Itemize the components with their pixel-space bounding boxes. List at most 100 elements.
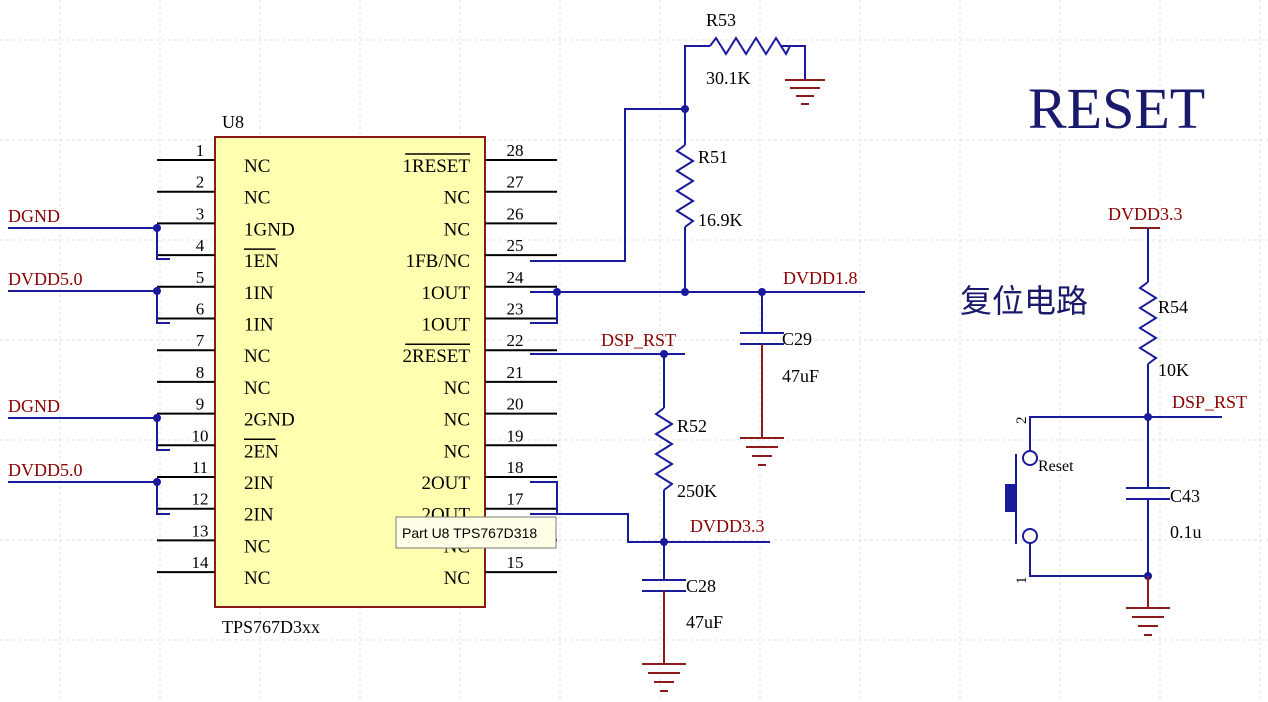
net-label-dvdd33-2: DVDD3.3: [1108, 204, 1183, 224]
r54-value: 10K: [1158, 360, 1189, 380]
pin-4-name: 1EN: [244, 251, 279, 272]
pin-26-number: 26: [507, 204, 524, 223]
r51-value: 16.9K: [698, 210, 743, 230]
net-label-dvdd50-2: DVDD5.0: [8, 460, 83, 480]
pin-5-name: 1IN: [244, 283, 274, 304]
pin-11-number: 11: [192, 458, 208, 477]
pin-23-number: 23: [507, 300, 524, 319]
switch-pin-bottom: 1: [1014, 577, 1030, 585]
r52-ref: R52: [677, 416, 707, 436]
pin-18-number: 18: [507, 458, 524, 477]
switch-label: Reset: [1038, 458, 1074, 475]
chip-left-pins: 1NC2NC31GND41EN51IN61IN7NC8NC92GND102EN1…: [157, 141, 295, 589]
pin-27-number: 27: [507, 173, 525, 192]
pin-23-name: 1OUT: [421, 315, 470, 336]
c28-ref: C28: [686, 576, 716, 596]
pin-6-name: 1IN: [244, 315, 274, 336]
chip-part-number: TPS767D3xx: [222, 617, 320, 637]
pin-15-name: NC: [444, 568, 470, 589]
pin-25-number: 25: [507, 236, 524, 255]
pin-27-name: NC: [444, 188, 470, 209]
chip-designator: U8: [222, 112, 244, 132]
resistor-r51[interactable]: [675, 144, 695, 228]
tooltip-text: Part U8 TPS767D318: [402, 525, 537, 541]
pin-24-number: 24: [507, 268, 525, 287]
r53-ref: R53: [706, 10, 736, 30]
pin-24-name: 1OUT: [421, 283, 470, 304]
ground-symbol-c29: [740, 437, 784, 466]
reset-circuit: DVDD3.3 R54 10K DSP_RST Reset 2 1 C43 0.…: [1005, 204, 1247, 636]
r54-ref: R54: [1158, 297, 1188, 317]
c43-ref: C43: [1170, 486, 1200, 506]
ground-symbol-c28: [642, 663, 686, 692]
pin-4-number: 4: [196, 236, 205, 255]
pin-10-name: 2EN: [244, 441, 279, 462]
pin-13-name: NC: [244, 536, 270, 557]
net-label-dvdd33-1: DVDD3.3: [690, 516, 765, 536]
pin-3-number: 3: [196, 204, 205, 223]
output-2-network: DSP_RST R52 250K DVDD3.3 C28 47uF: [530, 330, 770, 692]
pin-26-name: NC: [444, 219, 470, 240]
pin-12-name: 2IN: [244, 505, 274, 526]
pin-22-name: 2RESET: [402, 346, 470, 367]
pin-15-number: 15: [507, 553, 524, 572]
pin-1-name: NC: [244, 156, 270, 177]
pin-17-number: 17: [507, 490, 525, 509]
net-label-dvdd18: DVDD1.8: [783, 268, 858, 288]
switch-actuator[interactable]: [1005, 484, 1016, 512]
pin-28-name: 1RESET: [402, 156, 470, 177]
net-label-dvdd50-1: DVDD5.0: [8, 269, 83, 289]
resistor-r54[interactable]: [1138, 281, 1158, 365]
pin-9-name: 2GND: [244, 410, 295, 431]
pin-21-number: 21: [507, 363, 524, 382]
pin-2-name: NC: [244, 188, 270, 209]
c29-ref: C29: [782, 329, 812, 349]
pin-2-number: 2: [196, 173, 205, 192]
pin-6-number: 6: [196, 300, 205, 319]
net-label-dsp-rst-2: DSP_RST: [1172, 392, 1247, 412]
c28-value: 47uF: [686, 612, 723, 632]
pin-7-number: 7: [196, 331, 205, 350]
pin-14-number: 14: [192, 553, 210, 572]
r53-value: 30.1K: [706, 68, 751, 88]
pin-20-number: 20: [507, 395, 524, 414]
switch-contact-bottom[interactable]: [1022, 528, 1038, 544]
pin-8-name: NC: [244, 378, 270, 399]
ground-symbol-c43: [1126, 607, 1170, 636]
pin-11-name: 2IN: [244, 473, 274, 494]
pin-13-number: 13: [192, 521, 209, 540]
net-label-dgnd-1: DGND: [8, 206, 60, 226]
ground-symbol-r53: [785, 79, 825, 105]
pin-22-number: 22: [507, 331, 524, 350]
c29-value: 47uF: [782, 366, 819, 386]
pin-9-number: 9: [196, 395, 205, 414]
pin-19-name: NC: [444, 441, 470, 462]
pin-19-number: 19: [507, 426, 524, 445]
pin-3-name: 1GND: [244, 219, 295, 240]
pin-14-name: NC: [244, 568, 270, 589]
pin-18-name: 2OUT: [421, 473, 470, 494]
pin-20-name: NC: [444, 410, 470, 431]
left-nets: DGND DVDD5.0 DGND DVDD5.0: [8, 206, 170, 515]
pin-7-name: NC: [244, 346, 270, 367]
r52-value: 250K: [677, 481, 717, 501]
page-title: RESET: [1028, 76, 1205, 141]
pin-25-name: 1FB/NC: [406, 251, 470, 272]
page-subtitle: 复位电路: [960, 282, 1088, 320]
switch-contact-top[interactable]: [1022, 450, 1038, 466]
pin-8-number: 8: [196, 363, 205, 382]
pin-12-number: 12: [192, 490, 209, 509]
c43-value: 0.1u: [1170, 522, 1202, 542]
pin-1-number: 1: [196, 141, 205, 160]
net-label-dgnd-2: DGND: [8, 396, 60, 416]
output-1-network: R53 30.1K R51 16.9K DVDD1.8 C29 47uF: [530, 10, 865, 466]
chip-right-pins: 281RESET27NC26NC251FB/NC241OUT231OUT222R…: [402, 141, 557, 589]
pin-21-name: NC: [444, 378, 470, 399]
part-tooltip: Part U8 TPS767D318: [395, 516, 557, 549]
pin-28-number: 28: [507, 141, 524, 160]
switch-pin-top: 2: [1014, 417, 1030, 425]
resistor-r52[interactable]: [654, 407, 674, 491]
r51-ref: R51: [698, 147, 728, 167]
pin-10-number: 10: [192, 426, 209, 445]
